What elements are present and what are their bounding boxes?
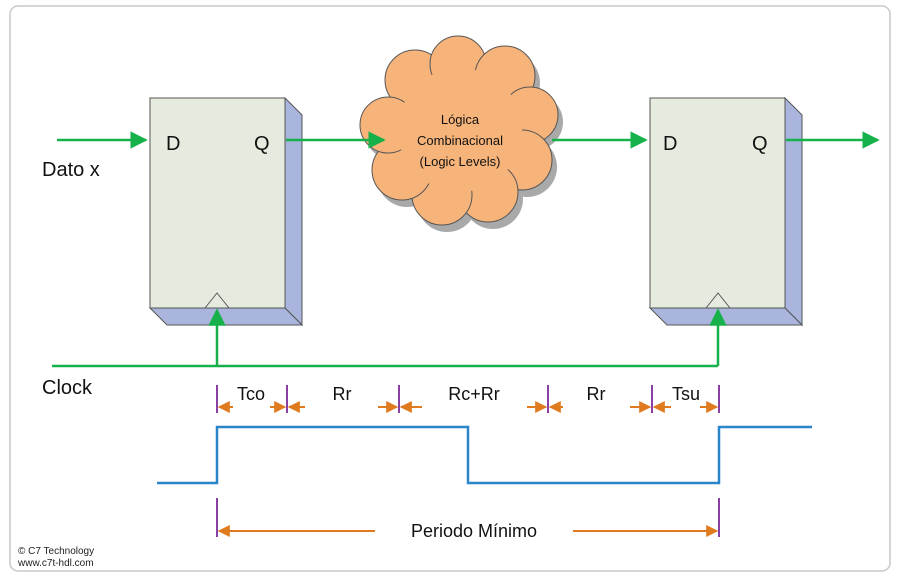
- right-ff-q-label: Q: [752, 133, 768, 155]
- segment-label-rr-2: Rr: [587, 384, 606, 404]
- segment-label-rr-1: Rr: [333, 384, 352, 404]
- clock-label: Clock: [42, 377, 93, 399]
- segment-label-tco: Tco: [237, 384, 265, 404]
- signal-lines: [52, 131, 880, 368]
- timing-markers: [216, 385, 720, 537]
- left-ff-bottom: [148, 307, 304, 326]
- left-ff-side: [284, 96, 303, 327]
- left-flip-flop: D Q: [148, 96, 304, 327]
- right-ff-d-label: D: [663, 133, 677, 155]
- credit-line-2: www.c7t-hdl.com: [17, 558, 94, 569]
- timing-arrows: [217, 401, 719, 537]
- cloud-line-1: Lógica: [441, 112, 480, 127]
- right-flip-flop: D Q: [648, 96, 804, 327]
- cloud-center: [398, 68, 522, 192]
- right-ff-bottom: [648, 307, 804, 326]
- right-ff-clock-triangle: [705, 292, 731, 309]
- cloud-line-3: (Logic Levels): [420, 154, 501, 169]
- left-ff-d-label: D: [166, 133, 180, 155]
- credit-line-1: © C7 Technology: [18, 546, 94, 557]
- left-ff-q-label: Q: [254, 133, 270, 155]
- segment-label-rc-rr: Rc+Rr: [448, 384, 500, 404]
- clock-waveform: [157, 425, 812, 485]
- segment-label-tsu: Tsu: [672, 384, 700, 404]
- left-ff-body: [149, 97, 286, 309]
- data-input-label: Dato x: [42, 159, 100, 181]
- right-ff-side: [784, 96, 803, 327]
- cloud-line-2: Combinacional: [417, 133, 503, 148]
- period-label: Periodo Mínimo: [411, 521, 537, 541]
- right-ff-body: [649, 97, 786, 309]
- left-ff-clock-triangle: [204, 292, 230, 309]
